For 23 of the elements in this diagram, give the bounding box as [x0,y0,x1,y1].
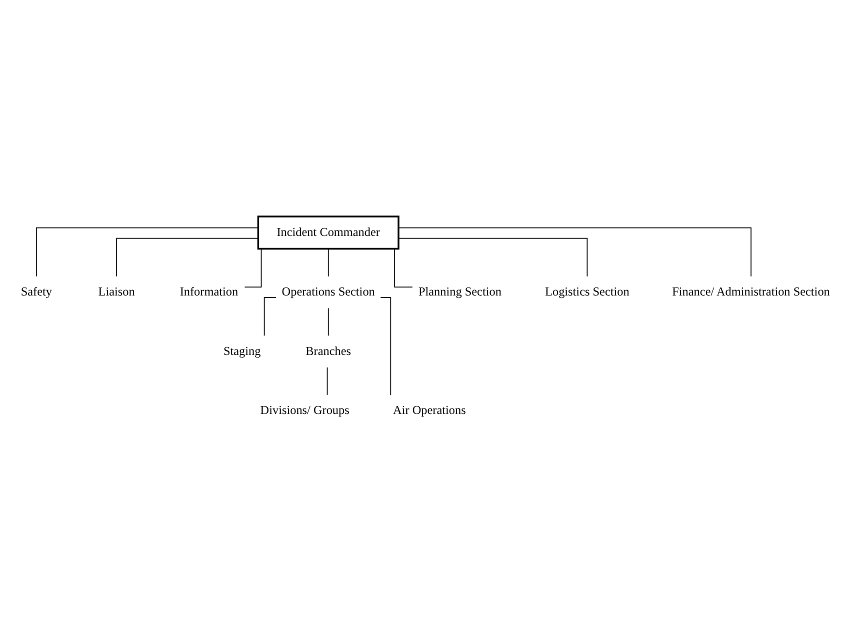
connector [328,307,329,336]
node-text: Information [180,284,238,298]
node-text: Air Operations [393,402,466,417]
node-text: Divisions/ Groups [260,402,350,417]
connector [328,248,329,276]
connector [380,296,392,395]
node-text: Operations Section [282,284,375,298]
connector [398,237,588,276]
node-text: Planning Section [418,284,502,298]
node-text: Staging [223,343,261,358]
node-text: Liaison [98,284,135,298]
connector [116,237,259,276]
node-text: Finance/ Administration Section [672,284,830,298]
node-box: Incident Commander [257,215,400,250]
connector [36,226,258,276]
node-text: Branches [306,343,352,358]
connector [326,366,328,395]
node-text: Safety [20,284,52,298]
connector [264,296,276,336]
node-text: Logistics Section [545,284,630,298]
connector [394,248,413,287]
connector [244,248,262,287]
connector [398,226,752,276]
